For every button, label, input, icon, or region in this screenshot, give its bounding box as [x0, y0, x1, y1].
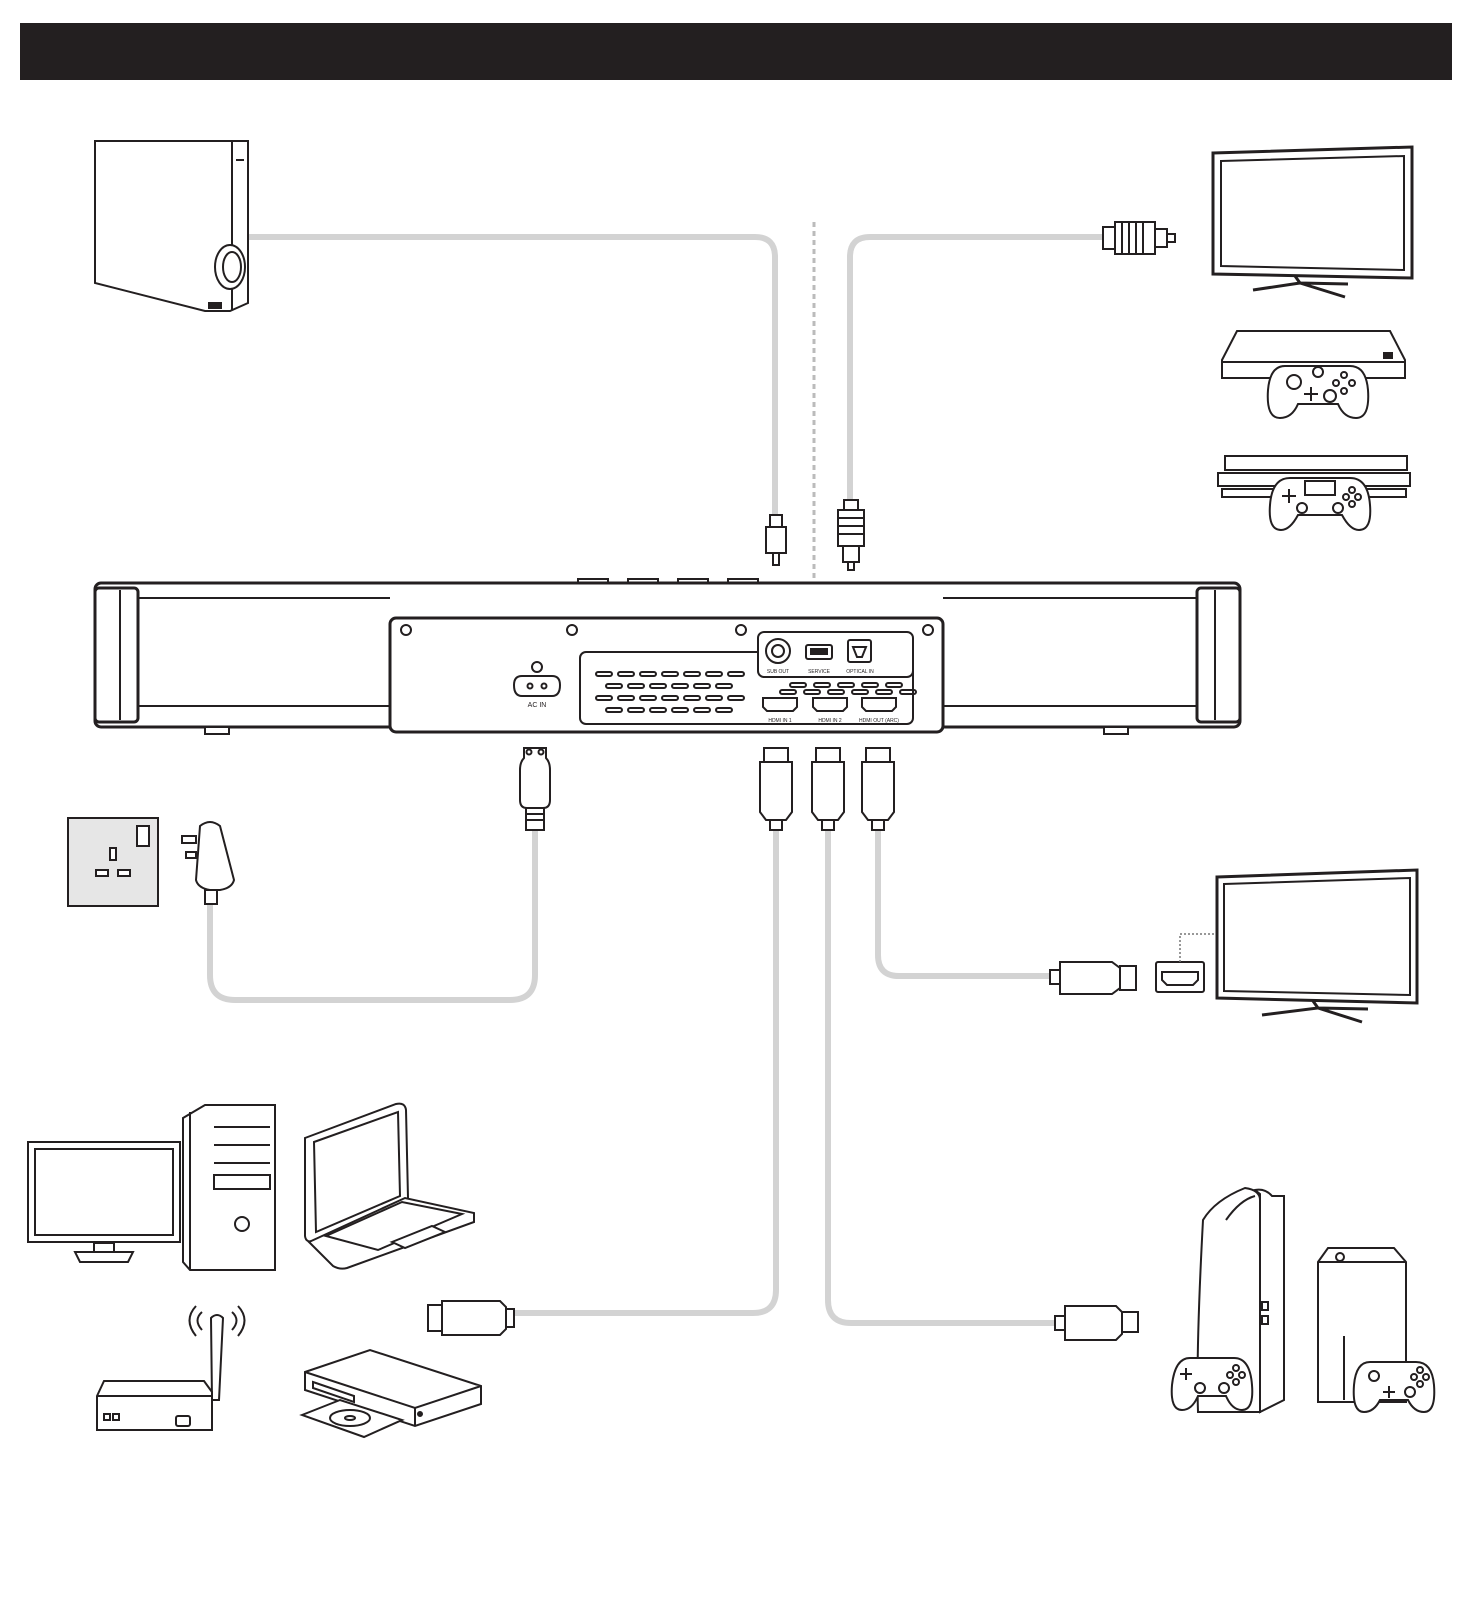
hdmi-plug-arc-horizontal-icon: [1050, 962, 1136, 994]
power-connector-icon: [520, 748, 550, 830]
optical-plug-vertical-icon: [838, 500, 864, 570]
hdmi-in-2-cable: [828, 830, 1055, 1323]
hdmi-in-2-label: HDMI IN 2: [818, 718, 842, 724]
hdmi-out-arc-port: [862, 698, 896, 711]
power-adapter-plug-icon: [182, 822, 234, 904]
hdmi-plug-3-icon: [862, 748, 894, 830]
optical-in-port: [848, 640, 871, 662]
optical-plug-icon: [1103, 222, 1175, 254]
hdmi-in-1-port: [763, 698, 797, 711]
ps5-console-icon: [1172, 1188, 1284, 1412]
subwoofer-icon: [95, 141, 248, 311]
hdmi-in-2-port: [813, 698, 847, 711]
hdmi-in-1-label: HDMI IN 1: [768, 718, 792, 724]
sub-out-port: [766, 639, 790, 663]
hdmi-out-arc-label: HDMI OUT (ARC): [859, 718, 899, 724]
hdmi-out-arc-cable: [878, 830, 1050, 976]
hdmi-plug-console-horizontal-icon: [1055, 1306, 1138, 1340]
tv-top-icon: [1213, 147, 1412, 297]
soundbar: [95, 579, 1240, 734]
hdmi-plug-pc-horizontal-icon: [428, 1301, 514, 1335]
laptop-icon: [305, 1104, 474, 1269]
wall-socket-icon: [68, 818, 158, 906]
router-icon: [97, 1306, 245, 1430]
power-cable: [210, 830, 535, 1000]
hdmi-plug-2-icon: [812, 748, 844, 830]
subwoofer-plug-icon: [766, 515, 786, 565]
service-label: SERVICE: [808, 669, 831, 675]
tv-arc-icon: [1217, 870, 1417, 1022]
subwoofer-cable: [245, 237, 775, 515]
xbox-one-console-icon: [1222, 331, 1405, 418]
ac-in-label: AC IN: [528, 702, 547, 709]
arc-dotted-line: [1180, 934, 1220, 962]
service-port: [806, 645, 832, 659]
optical-in-label: OPTICAL IN: [846, 669, 874, 675]
optical-cable: [850, 237, 1103, 500]
xbox-series-x-icon: [1318, 1248, 1434, 1412]
dvd-player-icon: [302, 1350, 481, 1437]
desktop-pc-icon: [28, 1105, 275, 1270]
sub-out-label: SUB OUT: [767, 669, 789, 675]
hdmi-plugs-vertical: [760, 748, 894, 830]
hdmi-in-1-cable: [510, 830, 776, 1313]
hdmi-plug-1-icon: [760, 748, 792, 830]
ps4-console-icon: [1218, 456, 1410, 530]
hdmi-socket-icon: [1156, 962, 1204, 992]
